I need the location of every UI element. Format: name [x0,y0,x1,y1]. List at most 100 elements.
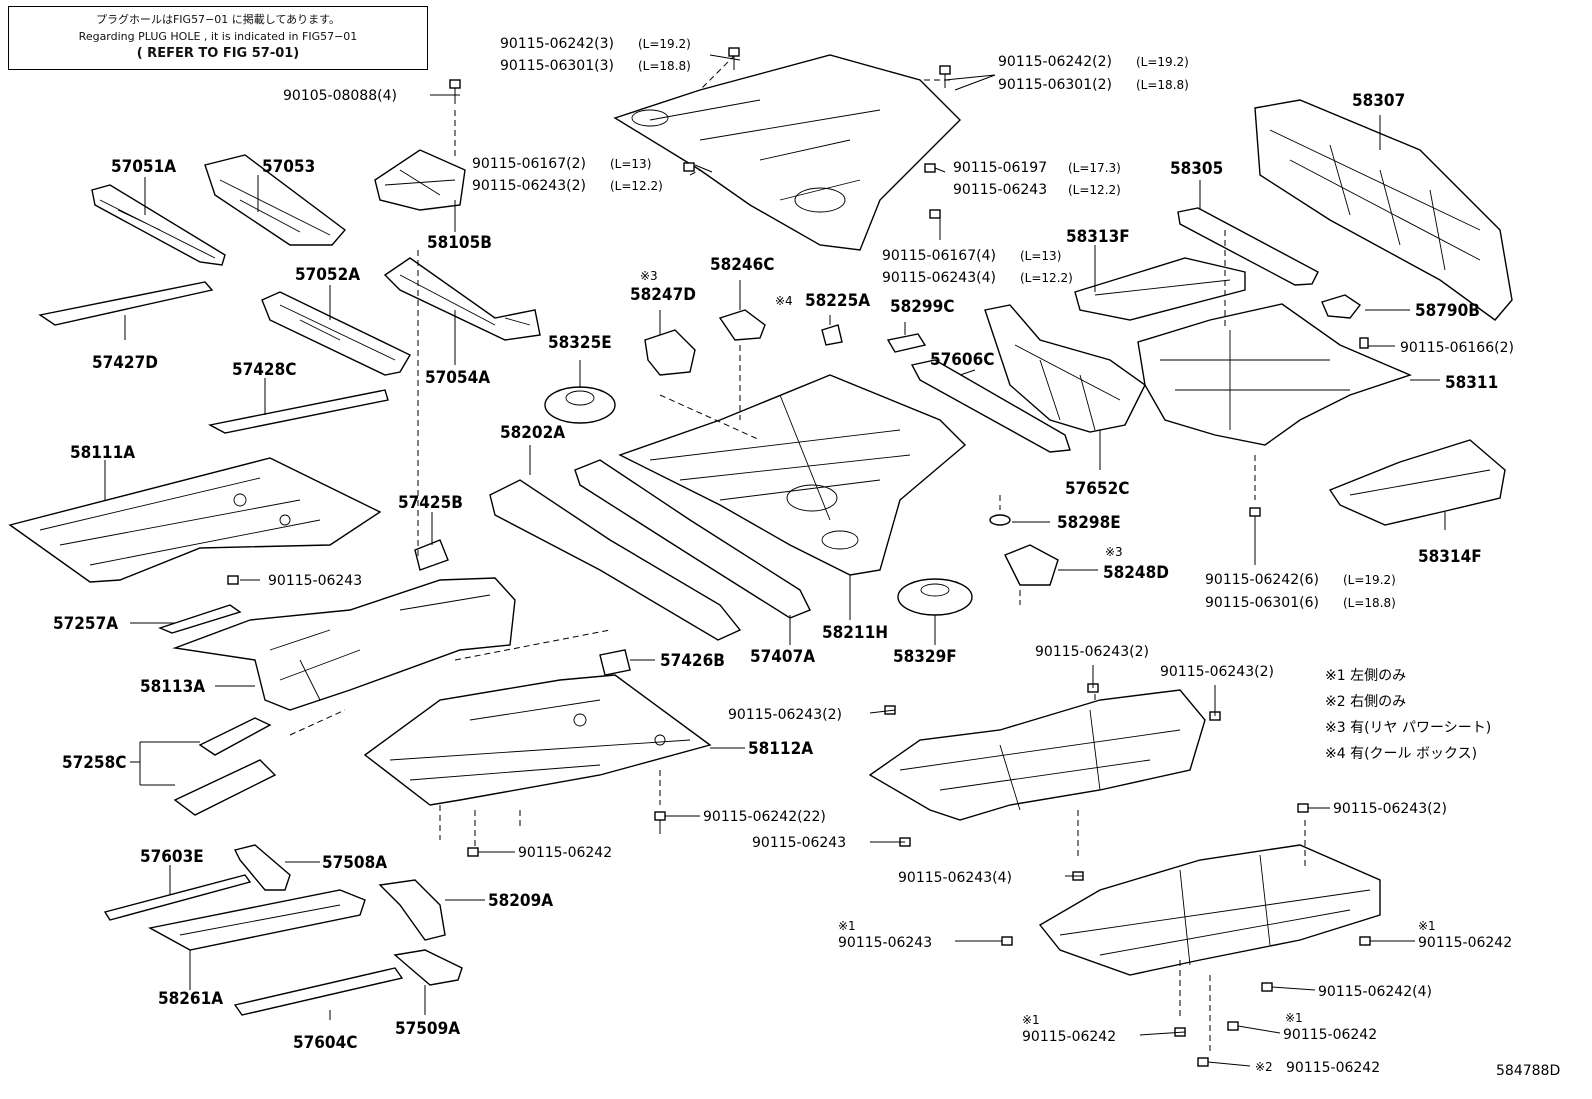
label-57606C[interactable]: 57606C [930,350,994,370]
bolt-label-top1a[interactable]: 90115-06242(3) [500,36,614,52]
label-58246C[interactable]: 58246C [710,255,774,275]
bolt-label-06243-2b[interactable]: 90115-06243(2) [1035,644,1149,660]
label-57428C[interactable]: 57428C [232,360,296,380]
bolt-label-06242-m2[interactable]: 90115-06242 [1286,1060,1380,1076]
part-57509A-drawing[interactable] [393,949,463,986]
bolt-label-mid3a[interactable]: 90115-06167(4) [882,248,996,264]
bolt-label-06243-2a[interactable]: 90115-06243(2) [728,707,842,723]
label-58305[interactable]: 58305 [1170,159,1223,179]
bolt-label-left-06243[interactable]: 90115-06243 [268,573,362,589]
label-58329F[interactable]: 58329F [893,647,957,667]
bolt-label-06242-4[interactable]: 90115-06242(4) [1318,984,1432,1000]
label-58209A[interactable]: 58209A [488,891,553,911]
part-57604C-drawing[interactable] [233,967,404,1016]
bolt-label-mid1b[interactable]: 90115-06243(2) [472,178,586,194]
part-58225A-drawing[interactable] [821,324,843,346]
bolt-label-mid1a[interactable]: 90115-06167(2) [472,156,586,172]
label-57425B[interactable]: 57425B [398,493,463,513]
bolt-label-06242-front[interactable]: 90115-06242 [518,845,612,861]
part-57652C-drawing[interactable] [984,304,1146,433]
part-57606C-drawing[interactable] [910,359,1071,453]
bolt-label-rear1b[interactable]: 90115-06301(6) [1205,595,1319,611]
part-58202A-drawing[interactable] [489,459,811,641]
label-57427D[interactable]: 57427D [92,353,158,373]
label-58225A[interactable]: 58225A [805,291,870,311]
label-57652C[interactable]: 57652C [1065,479,1129,499]
part-57053-drawing[interactable] [204,154,347,246]
bolt-label-mid3b[interactable]: 90115-06243(4) [882,270,996,286]
label-58248D[interactable]: 58248D [1103,563,1169,583]
part-57508A-drawing[interactable] [233,844,291,891]
label-57053[interactable]: 57053 [262,157,315,177]
label-58325E[interactable]: 58325E [548,333,612,353]
label-58113A[interactable]: 58113A [140,677,205,697]
bolt-label-mid2b[interactable]: 90115-06243 [953,182,1047,198]
label-57603E[interactable]: 57603E [140,847,204,867]
bolt-label-06166[interactable]: 90115-06166(2) [1400,340,1514,356]
part-rear-floor-lower-drawing[interactable] [1038,844,1381,976]
bolt-label-90105-08088[interactable]: 90105-08088(4) [283,88,397,104]
part-57054A-drawing[interactable] [383,257,541,341]
part-58313F-drawing[interactable] [1074,257,1246,321]
label-58202A[interactable]: 58202A [500,423,565,443]
part-58307-drawing[interactable] [1254,99,1513,321]
part-58299C-drawing[interactable] [886,333,927,353]
bolt-label-06243-mid[interactable]: 90115-06243 [752,835,846,851]
label-57258C[interactable]: 57258C [62,753,126,773]
label-58112A[interactable]: 58112A [748,739,813,759]
part-rear-floor-assembly-drawing[interactable] [868,689,1206,821]
part-58298E-drawing[interactable] [989,514,1011,526]
label-57508A[interactable]: 57508A [322,853,387,873]
bolt-label-06242-m1c[interactable]: 90115-06242 [1283,1027,1377,1043]
bolt-label-top2b[interactable]: 90115-06301(2) [998,77,1112,93]
part-58325E-drawing[interactable] [544,386,616,424]
bolt-label-06243-4[interactable]: 90115-06243(4) [898,870,1012,886]
bolt-label-mid2a[interactable]: 90115-06197 [953,160,1047,176]
part-58112A-drawing[interactable] [363,674,712,806]
bolt-label-06243-2c[interactable]: 90115-06243(2) [1160,664,1274,680]
label-57604C[interactable]: 57604C [293,1033,357,1053]
part-58305-drawing[interactable] [1177,207,1319,286]
bolt-label-rear1a[interactable]: 90115-06242(6) [1205,572,1319,588]
label-58307[interactable]: 58307 [1352,91,1405,111]
label-57407A[interactable]: 57407A [750,647,815,667]
part-58314F-drawing[interactable] [1328,439,1506,526]
label-57509A[interactable]: 57509A [395,1019,460,1039]
bolt-label-top1b[interactable]: 90115-06301(3) [500,58,614,74]
label-58111A[interactable]: 58111A [70,443,135,463]
bolt-label-06242-m1b[interactable]: 90115-06242 [1022,1029,1116,1045]
label-57257A[interactable]: 57257A [53,614,118,634]
label-57052A[interactable]: 57052A [295,265,360,285]
label-58311[interactable]: 58311 [1445,373,1498,393]
label-58261A[interactable]: 58261A [158,989,223,1009]
bolt-label-06243-2d[interactable]: 90115-06243(2) [1333,801,1447,817]
part-front-floor-top-drawing[interactable] [613,54,961,251]
part-57257A-drawing[interactable] [157,604,242,634]
label-57426B[interactable]: 57426B [660,651,725,671]
part-57426B-drawing[interactable] [599,649,631,676]
label-58298E[interactable]: 58298E [1057,513,1121,533]
part-58246C-drawing[interactable] [718,309,766,341]
label-57054A[interactable]: 57054A [425,368,490,388]
part-58247D-drawing[interactable] [644,329,696,376]
part-58113A-drawing[interactable] [172,577,516,711]
part-57428C-drawing[interactable] [207,389,389,434]
part-57052A-drawing[interactable] [261,291,411,376]
part-58111A-drawing[interactable] [8,457,382,583]
label-58211H[interactable]: 58211H [822,623,888,643]
part-57051A-drawing[interactable] [91,184,226,266]
bolt-label-06243-m1[interactable]: 90115-06243 [838,935,932,951]
label-58105B[interactable]: 58105B [427,233,492,253]
part-58311-drawing[interactable] [1137,303,1412,446]
part-58329F-drawing[interactable] [897,578,973,616]
part-57258C-drawing[interactable] [173,717,277,816]
part-58209A-drawing[interactable] [378,879,446,941]
label-58314F[interactable]: 58314F [1418,547,1482,567]
bolt-label-top2a[interactable]: 90115-06242(2) [998,54,1112,70]
part-58790B-drawing[interactable] [1321,294,1362,319]
part-58248D-drawing[interactable] [1004,544,1059,586]
part-57427D-drawing[interactable] [38,281,214,326]
label-58313F[interactable]: 58313F [1066,227,1130,247]
bolt-label-06242-22[interactable]: 90115-06242(22) [703,809,826,825]
label-58247D[interactable]: 58247D [630,285,696,305]
